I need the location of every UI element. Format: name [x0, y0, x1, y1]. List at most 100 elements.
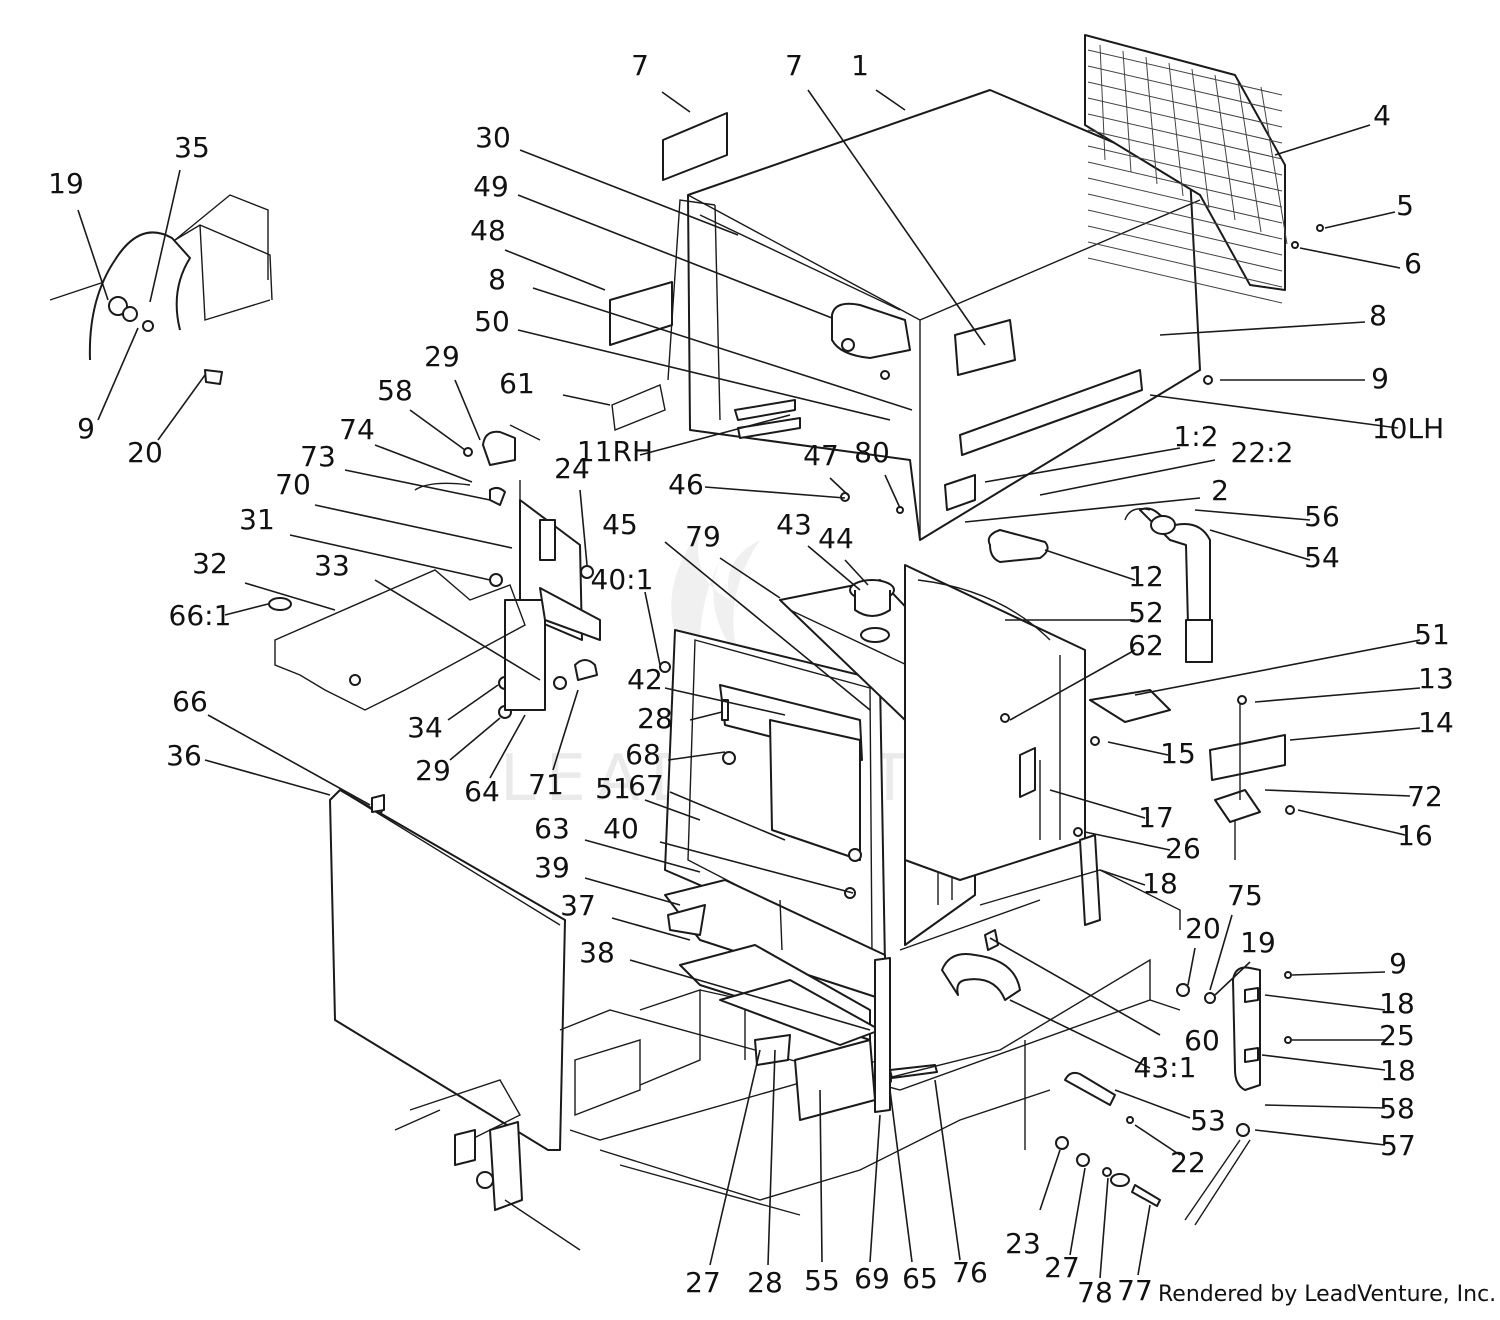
inset-detail — [49, 194, 273, 385]
callout-leader — [1289, 727, 1421, 741]
callout-leader — [884, 474, 901, 509]
callout-leader — [1009, 649, 1136, 721]
callout-number: 75 — [1227, 879, 1263, 912]
callout-leader — [374, 579, 541, 681]
callout-leader — [704, 486, 846, 499]
grille-bar — [1087, 113, 1283, 160]
callout-number: 80 — [854, 436, 890, 469]
callout-number: 7 — [631, 49, 649, 82]
callout-number: 6 — [1404, 247, 1422, 280]
callout-number: 56 — [1304, 500, 1340, 533]
grille-bar — [1145, 56, 1158, 185]
callout-number: 45 — [602, 508, 638, 541]
callout-number: 44 — [818, 522, 854, 555]
front-panel — [329, 789, 566, 1151]
callout-number: 13 — [1418, 662, 1454, 695]
callout-number: 51 — [1414, 618, 1450, 651]
callout-number: 31 — [239, 503, 275, 536]
callout-number: 36 — [166, 739, 202, 772]
callout-number: 26 — [1165, 832, 1201, 865]
grille-bar — [1087, 225, 1283, 272]
callout-leader — [1099, 1177, 1109, 1279]
callout-leader — [667, 751, 726, 761]
grille-bar — [1087, 97, 1283, 144]
callout-number: 16 — [1397, 819, 1433, 852]
callout-leader — [489, 714, 526, 779]
callout-number: 72 — [1407, 780, 1443, 813]
callout-leader — [719, 557, 781, 599]
callout-leader — [97, 327, 139, 421]
callout-number: 52 — [1128, 596, 1164, 629]
callout-leader — [584, 877, 681, 906]
callout-leader — [157, 374, 206, 441]
callout-leader — [1264, 994, 1386, 1011]
callout-number: 66 — [172, 685, 208, 718]
callout-leader — [552, 689, 579, 771]
callout-number: 17 — [1138, 801, 1174, 834]
callout-leader — [875, 89, 906, 111]
callout-leader — [1209, 529, 1311, 561]
callout-leader — [1214, 961, 1251, 996]
callout-leader — [1069, 1167, 1086, 1256]
callout-leader — [1209, 914, 1233, 991]
callout-number: 9 — [1389, 947, 1407, 980]
callout-number: 32 — [192, 547, 228, 580]
callout-leader — [664, 541, 871, 711]
callout-number: 57 — [1380, 1129, 1416, 1162]
floor-mat — [274, 569, 526, 711]
callout-leader — [1107, 741, 1169, 756]
callout-leader — [584, 839, 701, 873]
callout-leader — [934, 1079, 961, 1261]
callout-number: 5 — [1396, 189, 1414, 222]
callout-number: 39 — [534, 851, 570, 884]
callout-number: 28 — [637, 702, 673, 735]
callout-leader — [829, 477, 849, 496]
callout-number: 64 — [464, 775, 500, 808]
callout-number: 23 — [1005, 1227, 1041, 1260]
callout-leader — [454, 379, 481, 441]
callout-number: 62 — [1128, 629, 1164, 662]
callout-number: 63 — [534, 812, 570, 845]
callout-number: 18 — [1379, 987, 1415, 1020]
support-plates — [664, 879, 891, 1121]
callout-number: 9 — [77, 412, 95, 445]
callout-number: 18 — [1380, 1054, 1416, 1087]
callout-number: 76 — [952, 1256, 988, 1289]
callout-leader — [374, 444, 473, 483]
callout-number: 18 — [1142, 867, 1178, 900]
callout-leader — [989, 937, 1161, 1036]
callout-leader — [289, 534, 491, 581]
callout-number: 1:2 — [1173, 420, 1218, 453]
callout-leader — [244, 582, 336, 611]
callout-number: 38 — [579, 936, 615, 969]
callout-number: 28 — [747, 1266, 783, 1299]
callout-leader — [579, 489, 588, 566]
callout-leader — [611, 917, 691, 941]
callout-number: 74 — [339, 413, 375, 446]
side-upright — [1039, 760, 1101, 926]
callout-leader — [669, 791, 786, 841]
callout-number: 67 — [628, 769, 664, 802]
callout-leader — [1134, 1124, 1181, 1156]
callout-number: 11RH — [577, 435, 653, 468]
side-panel-rh — [611, 199, 801, 439]
grille-bar — [1237, 80, 1262, 233]
callout-number: 27 — [685, 1266, 721, 1299]
callout-number: 24 — [554, 452, 590, 485]
callout-leader — [149, 169, 181, 303]
callout-number: 30 — [475, 121, 511, 154]
callout-leader — [644, 799, 701, 821]
grille-bar — [1087, 65, 1283, 112]
callout-leader — [1264, 789, 1411, 797]
callout-leader — [1134, 639, 1421, 696]
callout-leader — [1291, 971, 1386, 976]
callout-leader — [844, 559, 869, 586]
callout-leader — [1114, 1089, 1191, 1119]
callout-number: 66:1 — [169, 599, 232, 632]
callout-leader — [204, 759, 331, 796]
callout-leader — [629, 959, 871, 1031]
callout-leader — [519, 149, 739, 236]
callout-number: 51 — [595, 772, 631, 805]
callout-number: 22 — [1170, 1146, 1206, 1179]
callout-number: 25 — [1379, 1019, 1415, 1052]
